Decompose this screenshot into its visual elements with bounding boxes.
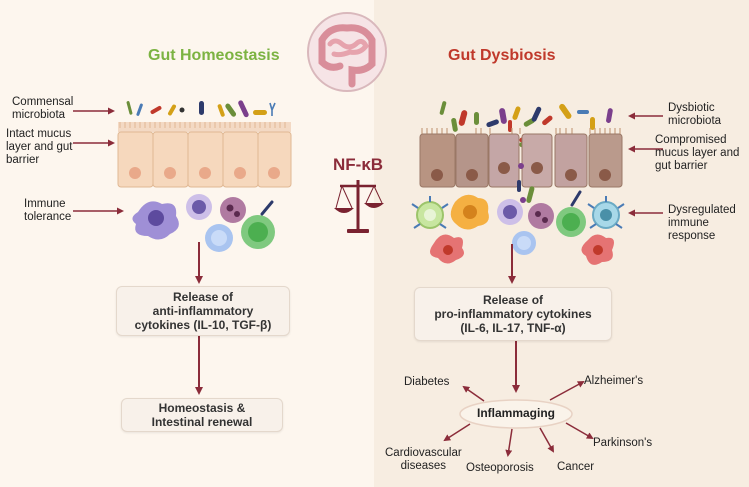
outcome-cancer: Cancer [557, 461, 595, 473]
label-dysbiotic-microbiota: Dysbiotic microbiota [668, 102, 722, 127]
tolerant-immune-cells [132, 194, 275, 252]
label-compromised-mucus: Compromised mucus layer and gut barrier [655, 134, 740, 172]
outcome-diabetes: Diabetes [404, 376, 450, 388]
commensal-bacteria [126, 100, 276, 118]
inflammaging-hub [459, 399, 573, 429]
label-commensal-microbiota: Commensal microbiota [12, 96, 74, 121]
inflammatory-immune-cells [411, 190, 625, 265]
intact-epithelium [117, 122, 292, 188]
balance-scale-icon [334, 180, 384, 233]
label-immune-tolerance: Immune tolerance [24, 198, 72, 223]
outcome-alzheimers: Alzheimer's [584, 375, 644, 387]
homeostasis-renewal-box: Homeostasis & Intestinal renewal [121, 398, 283, 432]
anti-inflammatory-box: Release of anti-inflammatory cytokines (… [116, 286, 290, 336]
nfkb-label: NF-κB [333, 155, 384, 174]
label-intact-mucus: Intact mucus layer and gut barrier [6, 128, 73, 166]
homeostasis-title: Gut Homeostasis [148, 47, 280, 64]
dysbiosis-title: Gut Dysbiosis [448, 47, 556, 64]
outcome-cardiovascular: Cardiovascular diseases [385, 447, 462, 472]
compromised-epithelium [419, 128, 623, 203]
pro-inflammatory-box: Release of pro-inflammatory cytokines (I… [414, 287, 612, 341]
outcome-parkinsons: Parkinson's [593, 437, 653, 449]
intestine-icon [307, 12, 387, 92]
inflammaging-label: Inflammaging [476, 406, 555, 420]
label-dysregulated-immune: Dysregulated immune response [668, 204, 736, 242]
outcome-osteoporosis: Osteoporosis [466, 462, 534, 474]
